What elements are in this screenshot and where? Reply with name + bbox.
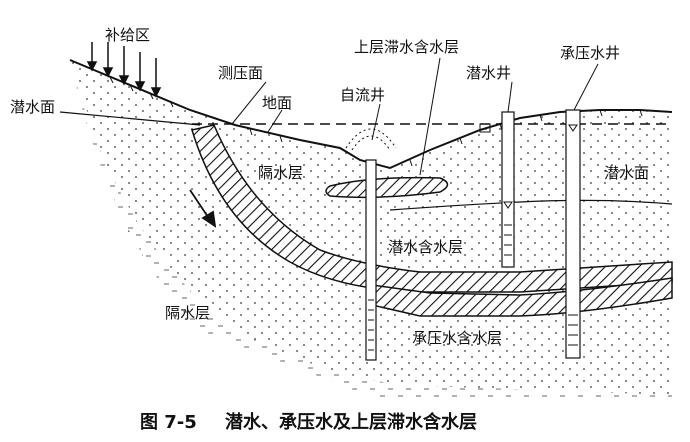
flowing-well: [345, 128, 397, 361]
recharge-arrows: [86, 42, 162, 98]
label-confined-well: 承压水井: [560, 44, 620, 62]
label-ground-surface: 地面: [262, 94, 292, 112]
water-table-right-line: [389, 199, 673, 211]
label-water-table-right: 潜水面: [604, 164, 649, 182]
ground-surface-line: [69, 59, 673, 170]
caption-title: 潜水、承压水及上层滞水含水层: [225, 411, 477, 433]
leader-lines: [231, 57, 599, 176]
label-phreatic-aquifer: 潜水含水层: [388, 238, 463, 256]
label-aquitard-upper: 隔水层: [258, 164, 303, 182]
label-confined-aquifer: 承压水含水层: [412, 329, 502, 347]
label-recharge-zone: 补给区: [105, 26, 150, 44]
label-water-table-left: 潜水面: [10, 98, 55, 116]
label-perched-aquifer: 上层滞水含水层: [354, 38, 459, 56]
perched-aquitard-lens: [325, 176, 449, 199]
label-phreatic-well: 潜水井: [466, 64, 511, 82]
confined-aquifer-body: [200, 170, 672, 376]
aquitard-base-band: [371, 277, 673, 317]
confined-water-well: [565, 109, 581, 359]
label-flowing-well: 自流井: [340, 86, 385, 104]
label-piezometric-surface: 测压面: [218, 64, 263, 82]
caption-number: 图 7-5: [140, 412, 197, 433]
water-table-left-line: [59, 111, 201, 126]
aquitard-upper-band: [191, 124, 673, 293]
flow-arrow: [189, 189, 217, 228]
label-aquitard-lower: 隔水层: [165, 304, 210, 322]
